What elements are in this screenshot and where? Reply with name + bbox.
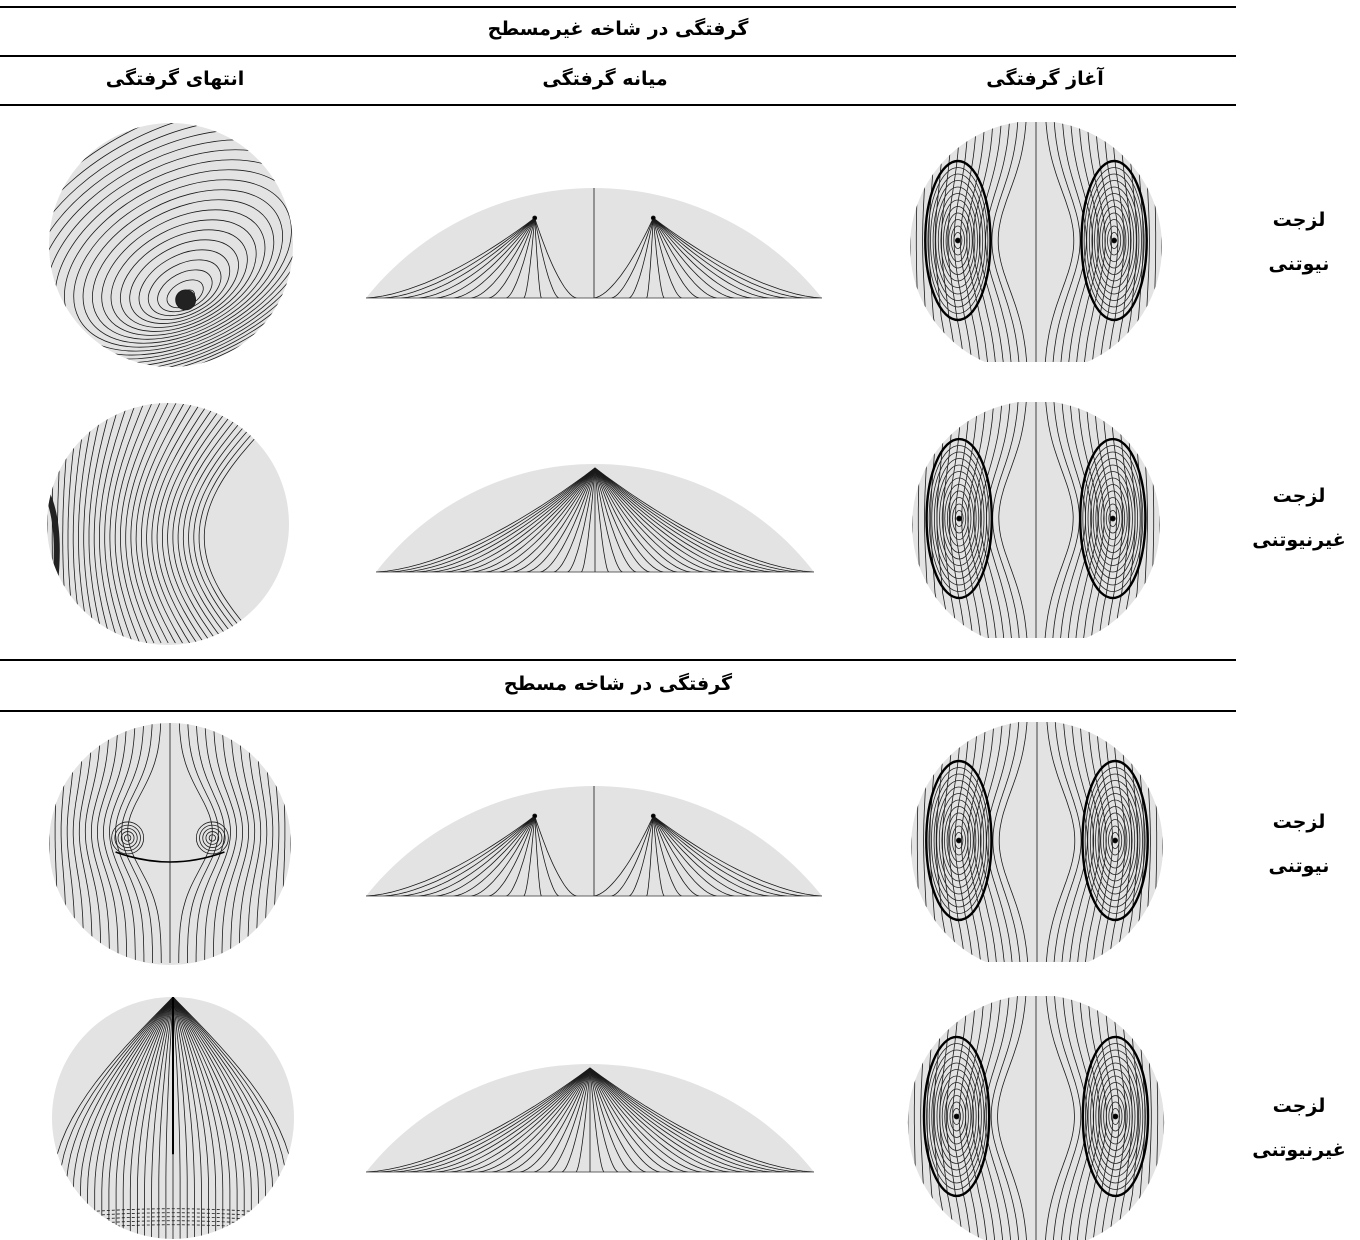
streamline-image-row2-middle (376, 460, 814, 578)
streamline-image-row1-end (48, 122, 294, 368)
column-header-start: آغاز گرفتگی (930, 68, 1160, 90)
row-label-newtonian-2: لزجت نیوتنی (1240, 800, 1358, 888)
row-label-line1: لزجت (1240, 474, 1358, 518)
streamline-image-row4-start (906, 996, 1166, 1240)
column-header-end: انتهای گرفتگی (60, 68, 290, 90)
streamline-image-row3-middle (366, 782, 822, 902)
section-2-title: گرفتگی در شاخه مسطح (0, 673, 1236, 695)
row-label-newtonian-1: لزجت نیوتنی (1240, 198, 1358, 286)
row-label-line2: نیوتنی (1240, 242, 1358, 286)
streamline-image-row2-start (906, 402, 1166, 638)
row-label-non-newtonian-2: لزجت غیرنیوتنی (1240, 1084, 1358, 1172)
row-label-line1: لزجت (1240, 198, 1358, 242)
row-label-line1: لزجت (1240, 1084, 1358, 1128)
streamline-image-row1-start (906, 122, 1166, 362)
section-2-top-rule (0, 659, 1236, 661)
row-label-line1: لزجت (1240, 800, 1358, 844)
streamline-image-row4-end (50, 996, 296, 1240)
row-label-line2: غیرنیوتنی (1240, 518, 1358, 562)
row-label-line2: غیرنیوتنی (1240, 1128, 1358, 1172)
streamline-image-row2-end (46, 402, 290, 646)
section-1-title: گرفتگی در شاخه غیرمسطح (0, 18, 1236, 40)
row-label-non-newtonian-1: لزجت غیرنیوتنی (1240, 474, 1358, 562)
section-1-title-rule (0, 55, 1236, 57)
streamline-image-row3-end (48, 722, 292, 966)
row-label-line2: نیوتنی (1240, 844, 1358, 888)
column-header-rule (0, 104, 1236, 106)
streamline-image-row1-middle (366, 184, 822, 304)
table-top-rule (0, 6, 1236, 8)
streamline-image-row3-start (908, 722, 1166, 962)
column-header-middle: میانه گرفتگی (480, 68, 730, 90)
section-2-title-rule (0, 710, 1236, 712)
streamline-image-row4-middle (366, 1060, 814, 1178)
